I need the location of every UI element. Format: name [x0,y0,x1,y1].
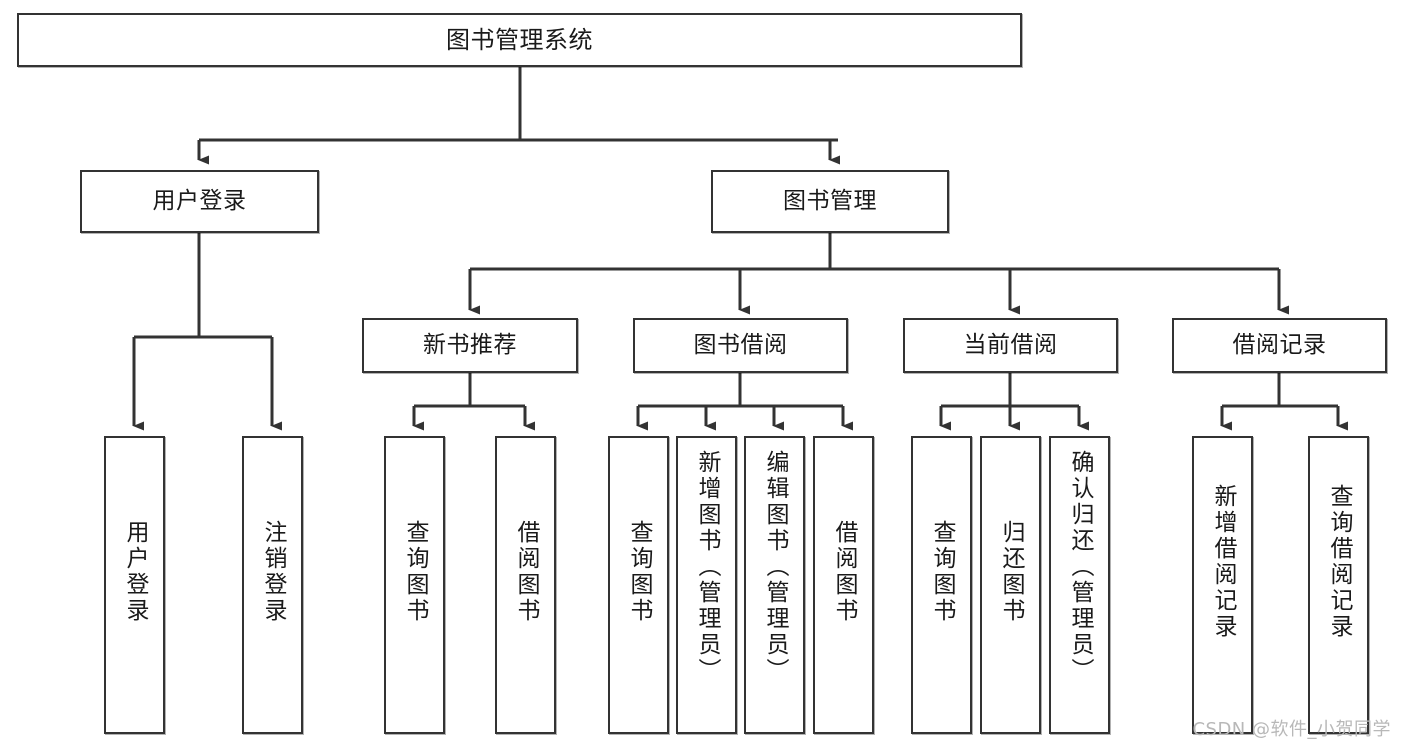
leaf-current-query-book[interactable]: 查询图书 [911,436,972,734]
node-label: 归还图书 [998,520,1024,624]
leaf-record-add-record[interactable]: 新增借阅记录 [1192,436,1253,734]
node-new-book-recommend[interactable]: 新书推荐 [362,318,578,373]
node-root-system[interactable]: 图书管理系统 [17,13,1022,67]
node-label: 编辑图书（管理员） [762,450,788,684]
node-book-borrow[interactable]: 图书借阅 [633,318,848,373]
node-user-login[interactable]: 用户登录 [80,170,319,233]
node-label: 查询图书 [402,520,428,624]
node-borrow-record[interactable]: 借阅记录 [1172,318,1387,373]
node-label: 当前借阅 [963,331,1058,358]
node-book-management[interactable]: 图书管理 [711,170,949,233]
node-label: 用户登录 [122,520,148,624]
node-label: 查询图书 [626,520,652,624]
leaf-user-login-signout[interactable]: 注销登录 [242,436,303,734]
leaf-borrow-borrow-book[interactable]: 借阅图书 [813,436,874,734]
node-label: 查询借阅记录 [1326,484,1352,640]
node-label: 图书管理 [783,187,877,214]
node-label: 借阅图书 [831,520,857,624]
leaf-record-query-record[interactable]: 查询借阅记录 [1308,436,1369,734]
node-label: 用户登录 [152,187,247,214]
leaf-borrow-add-book-admin[interactable]: 新增图书（管理员） [676,436,737,734]
node-label: 图书管理系统 [446,25,593,54]
node-label: 借阅记录 [1232,331,1327,358]
node-label: 新增借阅记录 [1210,484,1236,640]
leaf-borrow-edit-book-admin[interactable]: 编辑图书（管理员） [744,436,805,734]
leaf-current-return-book[interactable]: 归还图书 [980,436,1041,734]
node-label: 注销登录 [260,520,286,624]
node-label: 新书推荐 [423,331,517,358]
node-label: 图书借阅 [693,331,788,358]
watermark-text: CSDN @软件_小贺同学 [1192,719,1391,740]
leaf-borrow-query-book[interactable]: 查询图书 [608,436,669,734]
node-label: 确认归还（管理员） [1067,450,1093,684]
leaf-new-book-borrow[interactable]: 借阅图书 [495,436,556,734]
node-label: 新增图书（管理员） [694,450,720,684]
node-current-borrow[interactable]: 当前借阅 [903,318,1118,373]
leaf-current-confirm-return-admin[interactable]: 确认归还（管理员） [1049,436,1110,734]
node-label: 借阅图书 [513,520,539,624]
node-label: 查询图书 [929,520,955,624]
leaf-user-login-signin[interactable]: 用户登录 [104,436,165,734]
leaf-new-book-query[interactable]: 查询图书 [384,436,445,734]
